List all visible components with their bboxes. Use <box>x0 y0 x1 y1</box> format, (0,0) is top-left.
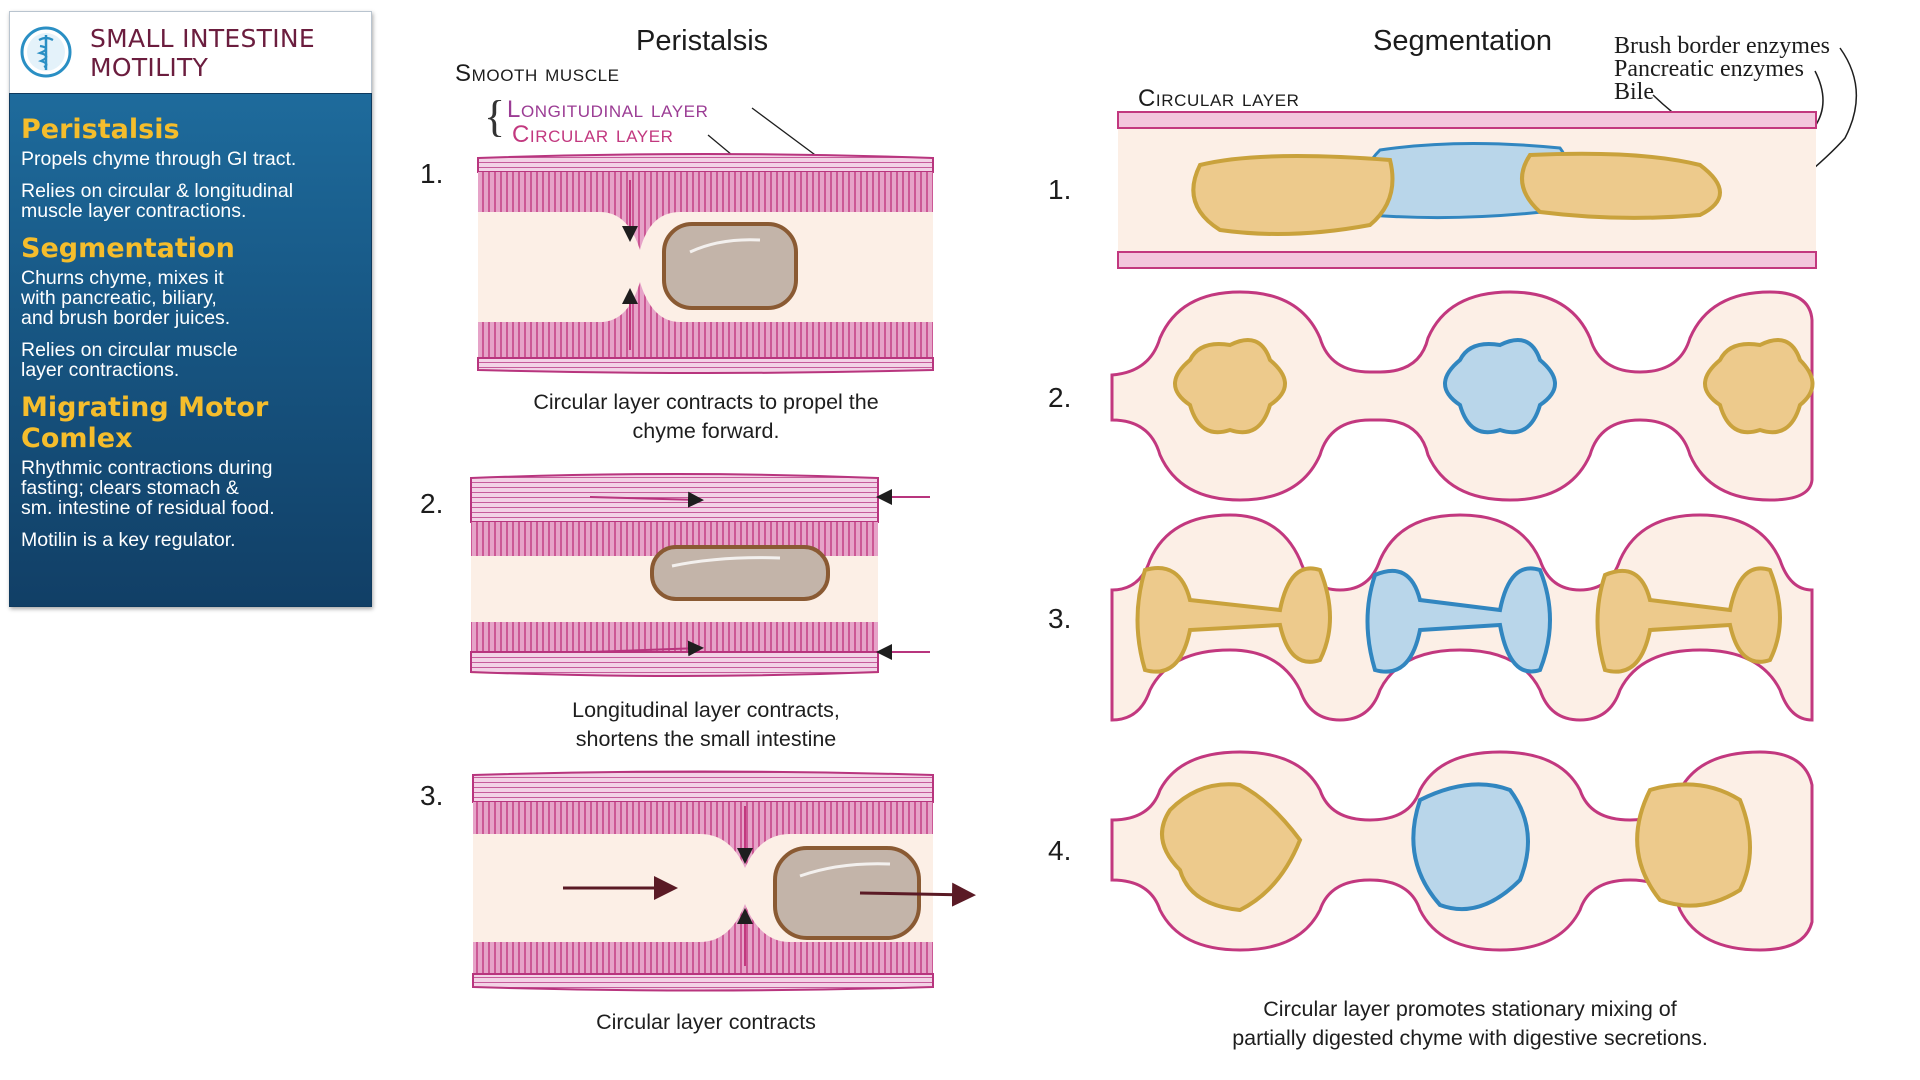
segmentation-step3 <box>1110 513 1814 722</box>
seg-step-number: 4. <box>1048 835 1072 866</box>
peristalsis-caption-3: Circular layer contracts <box>466 1008 946 1037</box>
info-card: SMALL INTESTINE MOTILITY Peristalsis Pro… <box>9 11 372 607</box>
peristalsis-title: Peristalsis <box>636 25 769 57</box>
seg-step-number: 2. <box>1048 382 1072 413</box>
caption-line: Circular layer contracts <box>596 1010 816 1034</box>
step-number: 2. <box>420 488 444 519</box>
section-text: Relies on circular & longitudinal muscle… <box>21 180 294 222</box>
step-number: 1. <box>420 158 444 189</box>
card-header: SMALL INTESTINE MOTILITY <box>9 11 372 94</box>
card-title: SMALL INTESTINE MOTILITY <box>90 24 315 82</box>
caption-line: shortens the small intestine <box>575 727 837 751</box>
segmentation-caption: Circular layer promotes stationary mixin… <box>1130 995 1810 1053</box>
caption-line: Circular layer promotes stationary mixin… <box>1263 997 1677 1021</box>
section-text: Propels chyme through GI tract. <box>21 148 297 170</box>
section-heading-mmc: Migrating Motor Comlex <box>21 392 269 454</box>
caption-line: Longitudinal layer contracts, <box>572 698 840 722</box>
section-text: Churns chyme, mixes it with pancreatic, … <box>21 267 231 329</box>
section-heading-peristalsis: Peristalsis <box>21 114 180 145</box>
bolus <box>662 222 798 310</box>
peristalsis-step1-tube <box>477 153 934 374</box>
longitudinal-layer-label: Longitudinal layer <box>507 96 709 123</box>
peristalsis-step3-tube <box>472 770 976 992</box>
section-text: Motilin is a key regulator. <box>21 529 236 551</box>
peristalsis-caption-2: Longitudinal layer contracts, shortens t… <box>466 696 946 754</box>
bolus <box>650 545 830 601</box>
legend-pancreatic: Pancreatic enzymes <box>1614 56 1804 82</box>
card-title-line2: MOTILITY <box>90 53 209 82</box>
enzyme-legend: Brush border enzymes Pancreatic enzymes … <box>1614 33 1830 105</box>
brace-icon: { <box>484 92 506 141</box>
seg-step-number: 1. <box>1048 174 1072 205</box>
legend-bile: Bile <box>1614 79 1654 105</box>
step-number: 3. <box>420 780 444 811</box>
segmentation-step2 <box>1110 290 1815 502</box>
section-text: Rhythmic contractions during fasting; cl… <box>21 457 275 519</box>
peristalsis-step2-tube <box>470 473 930 677</box>
movement-arrow-icon <box>859 882 976 907</box>
circular-layer-label: Circular layer <box>512 121 674 148</box>
seg-step-number: 3. <box>1048 603 1072 634</box>
section-heading-segmentation: Segmentation <box>21 233 235 264</box>
seg-circular-layer-label: Circular layer <box>1138 85 1300 112</box>
card-title-line1: SMALL INTESTINE <box>90 24 315 53</box>
section-text: Relies on circular muscle layer contract… <box>21 339 238 381</box>
caption-line: chyme forward. <box>632 419 780 443</box>
card-body: Peristalsis Propels chyme through GI tra… <box>9 93 372 607</box>
smooth-muscle-label: Smooth muscle <box>455 60 620 87</box>
caption-line: Circular layer contracts to propel the <box>533 390 879 414</box>
segmentation-title: Segmentation <box>1373 25 1552 57</box>
segmentation-step4 <box>1110 750 1814 952</box>
caption-line: partially digested chyme with digestive … <box>1232 1026 1708 1050</box>
legend-brush-border: Brush border enzymes <box>1614 33 1830 59</box>
peristalsis-caption-1: Circular layer contracts to propel the c… <box>466 388 946 446</box>
caduceus-logo-icon <box>20 26 72 78</box>
segmentation-step1 <box>1117 111 1817 269</box>
